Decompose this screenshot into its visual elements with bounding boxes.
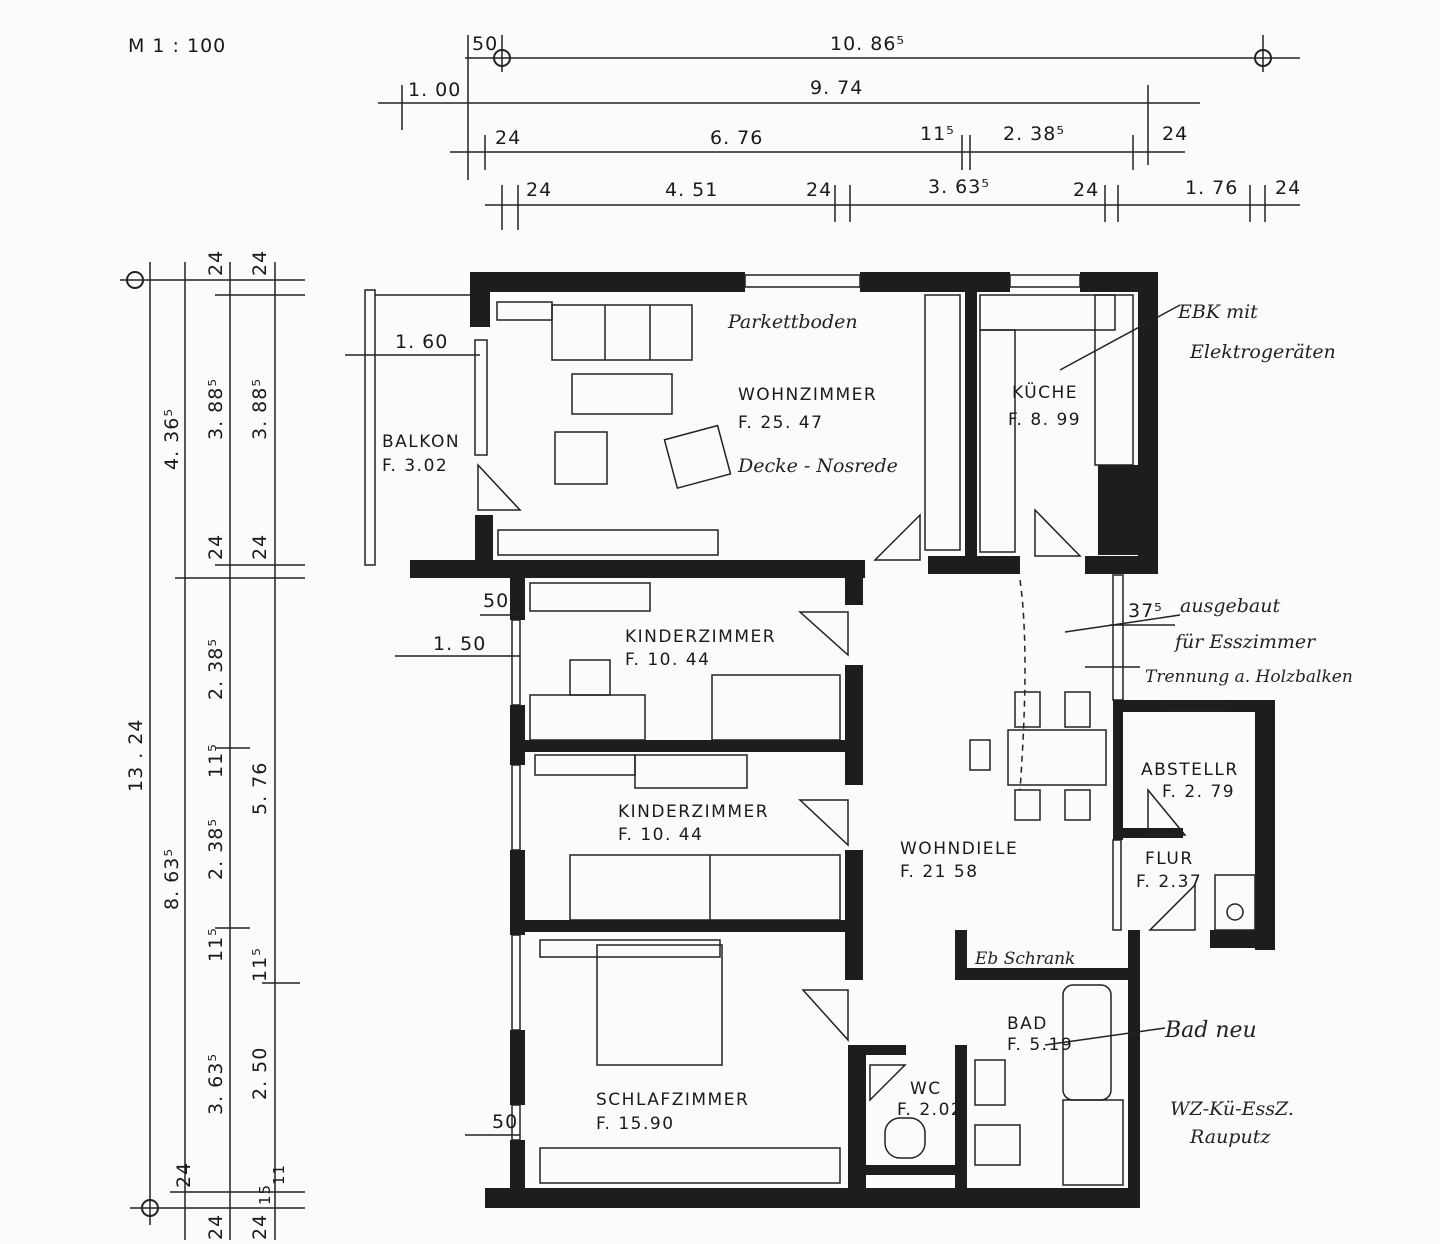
dim-label: 1. 00 — [408, 79, 461, 101]
room-name-wohndiele: WOHNDIELE — [900, 839, 1018, 859]
dim-label: 24 — [205, 534, 227, 560]
dim-label: 37⁵ — [1128, 600, 1163, 622]
windows — [364, 274, 1231, 1141]
dim-label: 24 — [1162, 123, 1188, 145]
dim-label: 24 — [249, 534, 271, 560]
dim-label: 50 — [472, 33, 498, 55]
room-name-bad: BAD — [1007, 1014, 1048, 1034]
dim-label: 50 — [492, 1111, 518, 1133]
dim-label: 2. 38⁵ — [1003, 123, 1065, 145]
dim-label: 11 — [270, 1164, 288, 1185]
dim-label: 3. 63⁵ — [928, 176, 990, 198]
note-kitchen: Elektrogeräten — [1189, 341, 1336, 363]
room-name-wc: WC — [910, 1079, 942, 1099]
dim-label: 6. 76 — [710, 127, 763, 149]
room-area: F. 5.19 — [1007, 1035, 1073, 1055]
dim-label: 11⁵ — [205, 927, 227, 962]
top-dimension-chains — [378, 35, 1300, 230]
room-area: F. 2. 79 — [1162, 782, 1235, 802]
room-name-abstellraum: ABSTELLR — [1141, 760, 1239, 780]
dim-label: 11⁵ — [249, 947, 271, 982]
walls — [410, 272, 1275, 1208]
scale-label: M 1 : 100 — [128, 35, 226, 57]
dim-label: 15 — [256, 1184, 274, 1205]
furniture — [474, 294, 1256, 1186]
dim-label: 9. 74 — [810, 77, 863, 99]
note-dining: ausgebaut — [1180, 595, 1280, 617]
dim-label: 24 — [526, 179, 552, 201]
note-dining: Trennung a. Holzbalken — [1145, 667, 1353, 687]
dim-label: 24 — [249, 1214, 271, 1240]
dim-label: 5. 76 — [249, 762, 271, 815]
room-name-schlafzimmer: SCHLAFZIMMER — [596, 1090, 749, 1110]
room-name-kinderzimmer: KINDERZIMMER — [618, 802, 769, 822]
note-closet: Eb Schrank — [974, 949, 1075, 969]
note-plaster: Rauputz — [1189, 1126, 1271, 1148]
room-area: F. 21 58 — [900, 862, 979, 882]
dim-label: 2. 50 — [249, 1047, 271, 1100]
dim-label: 50 — [483, 590, 509, 612]
dim-label: 24 — [1275, 177, 1301, 199]
dim-label: 3. 88⁵ — [205, 378, 227, 440]
dim-label: 11⁵ — [920, 123, 955, 145]
dim-label: 8. 63⁵ — [161, 848, 183, 910]
dim-label: 24 — [205, 1214, 227, 1240]
room-name-wohnzimmer: WOHNZIMMER — [738, 385, 877, 405]
note-ceiling: Decke - Nosrede — [737, 455, 898, 477]
dim-label-total-depth: 13 . 24 — [125, 719, 147, 792]
room-area: F. 10. 44 — [618, 825, 703, 845]
dim-label: 2. 38⁵ — [205, 818, 227, 880]
room-area: F. 25. 47 — [738, 413, 823, 433]
room-area: F. 2.37 — [1136, 872, 1202, 892]
dim-label: 24 — [249, 250, 271, 276]
dim-label: 24 — [173, 1162, 195, 1188]
door-swings — [477, 463, 1196, 1102]
left-dimension-chains — [120, 262, 305, 1240]
dim-label: 24 — [205, 250, 227, 276]
room-name-balkon: BALKON — [382, 432, 460, 452]
note-kitchen: EBK mit — [1177, 301, 1258, 323]
dim-label: 24 — [1073, 179, 1099, 201]
dim-label: 11⁵ — [205, 743, 227, 778]
dim-label: 2. 38⁵ — [205, 638, 227, 700]
room-area: F. 3.02 — [382, 456, 448, 476]
note-bath: Bad neu — [1164, 1018, 1257, 1043]
room-area: F. 15.90 — [596, 1114, 675, 1134]
dim-label: 4. 36⁵ — [161, 408, 183, 470]
dim-label: 24 — [806, 179, 832, 201]
dim-label: 1. 50 — [433, 633, 486, 655]
dim-label: 10. 86⁵ — [830, 33, 905, 55]
room-area: F. 10. 44 — [625, 650, 710, 670]
dim-label: 1. 76 — [1185, 177, 1238, 199]
room-name-kinderzimmer: KINDERZIMMER — [625, 627, 776, 647]
room-area: F. 2.02 — [897, 1100, 963, 1120]
room-name-flur: FLUR — [1145, 849, 1194, 869]
room-area: F. 8. 99 — [1008, 410, 1081, 430]
note-dining: für Esszimmer — [1173, 631, 1317, 653]
dim-label: 4. 51 — [665, 179, 718, 201]
room-name-kueche: KÜCHE — [1012, 381, 1078, 403]
note-plaster: WZ-Kü-EssZ. — [1170, 1098, 1294, 1120]
dim-label: 1. 60 — [395, 331, 448, 353]
dim-label: 24 — [495, 127, 521, 149]
note-floor: Parkettboden — [727, 311, 858, 333]
dim-label: 3. 63⁵ — [205, 1053, 227, 1115]
dim-label: 3. 88⁵ — [249, 378, 271, 440]
